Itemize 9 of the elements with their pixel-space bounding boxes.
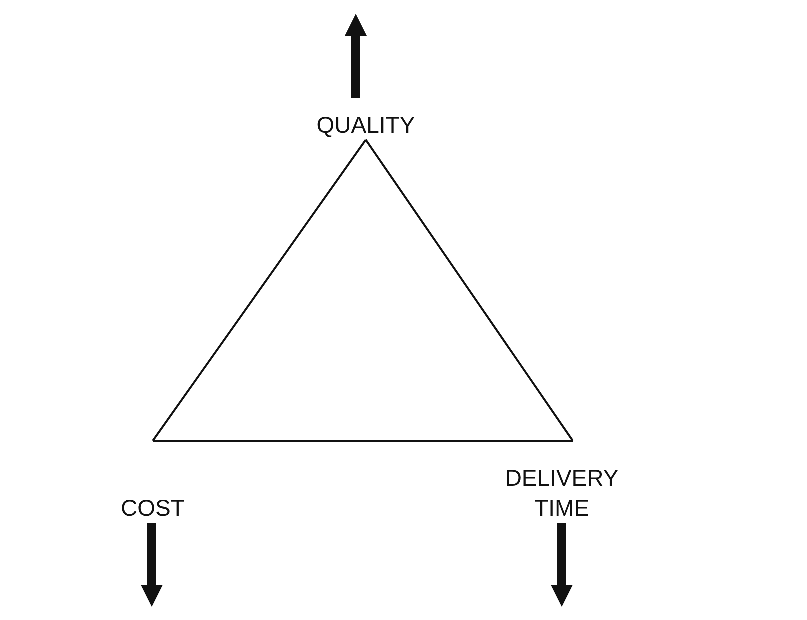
arrow (141, 523, 163, 607)
triangle-side (152, 139, 367, 442)
vertex-label: COST (121, 494, 185, 523)
triangle-side (365, 139, 574, 442)
vertex-label: QUALITY (316, 111, 416, 140)
triangle-side (153, 440, 573, 442)
arrow (551, 523, 573, 607)
vertex-label: DELIVERY TIME (504, 464, 620, 523)
arrow (345, 14, 367, 98)
